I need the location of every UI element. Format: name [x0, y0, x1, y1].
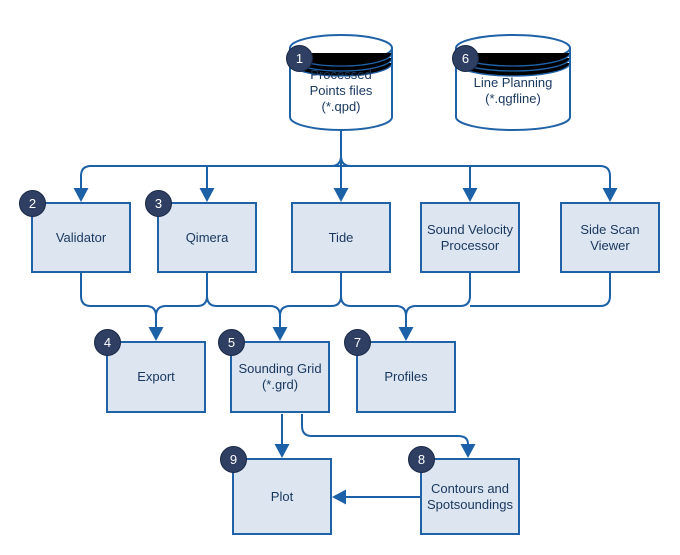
node-profiles: Profiles	[356, 341, 456, 413]
badge-processed-points: 1	[286, 45, 313, 72]
node-label: Sound Velocity Processor	[426, 221, 513, 253]
node-label: Line Planning (*.qgfline)	[473, 75, 553, 106]
cylinder-processed-points	[289, 34, 393, 131]
badge-plot: 9	[220, 446, 247, 473]
node-label: Validator	[55, 229, 107, 245]
arrowhead-into-sound-velocity	[462, 188, 478, 202]
badge-sounding-grid: 5	[218, 329, 245, 356]
node-export: Export	[106, 341, 206, 413]
node-label: Contours and Spotsoundings	[426, 480, 513, 512]
node-tide: Tide	[291, 202, 391, 273]
node-label: Profiles	[384, 369, 428, 384]
arrowhead-into-contours	[460, 444, 476, 458]
node-side-scan-viewer: Side Scan Viewer	[560, 202, 660, 273]
edge-top-rail	[80, 165, 611, 188]
arrowhead-into-side-scan	[602, 188, 618, 202]
arrowhead-into-tide	[333, 188, 349, 202]
node-label: Processed Points files (*.qpd)	[309, 67, 373, 114]
arrowhead-into-validator	[73, 188, 89, 202]
node-processed-points-label: Processed Points files (*.qpd)	[290, 55, 392, 127]
edge-qimera-to-export	[155, 273, 208, 317]
node-label: Export	[137, 369, 175, 384]
node-label: Sounding Grid (*.grd)	[238, 361, 322, 392]
arrowhead-into-plot-top	[274, 444, 290, 458]
edge-validator-to-export	[80, 273, 157, 327]
node-label: Plot	[270, 488, 294, 504]
edge-sound-velocity-to-profiles	[405, 273, 471, 317]
edge-top-flare-left	[330, 155, 342, 167]
edge-qimera-to-sounding-grid	[206, 273, 281, 327]
node-qimera: Qimera	[157, 202, 257, 273]
node-contours-and-spotsoundings: Contours and Spotsoundings	[420, 458, 520, 535]
arrowhead-into-qimera	[199, 188, 215, 202]
badge-qimera: 3	[145, 190, 172, 217]
edge-tide-to-sounding-grid	[279, 273, 342, 317]
arrowhead-into-profiles	[398, 327, 414, 341]
edge-side-scan-to-profiles	[470, 273, 611, 307]
node-plot: Plot	[232, 458, 332, 535]
node-sounding-grid: Sounding Grid (*.grd)	[230, 341, 330, 413]
arrowhead-into-sounding-grid	[272, 327, 288, 341]
cylinder-line-planning	[455, 34, 571, 131]
badge-validator: 2	[19, 190, 46, 217]
node-validator: Validator	[31, 202, 131, 273]
edge-tide-to-profiles	[340, 273, 407, 327]
arrowhead-into-plot-side	[332, 489, 346, 505]
node-label: Side Scan Viewer	[580, 221, 640, 253]
node-label: Tide	[328, 229, 354, 245]
badge-contours: 8	[408, 446, 435, 473]
node-label: Qimera	[185, 229, 229, 245]
node-sound-velocity-processor: Sound Velocity Processor	[420, 202, 520, 273]
badge-line-planning: 6	[452, 45, 479, 72]
edge-sounding-grid-to-contours	[301, 414, 469, 445]
node-line-planning-label: Line Planning (*.qgfline)	[456, 55, 570, 127]
badge-export: 4	[94, 329, 121, 356]
edge-top-flare-right	[340, 155, 352, 167]
badge-profiles: 7	[344, 329, 371, 356]
arrowhead-into-export	[148, 327, 164, 341]
